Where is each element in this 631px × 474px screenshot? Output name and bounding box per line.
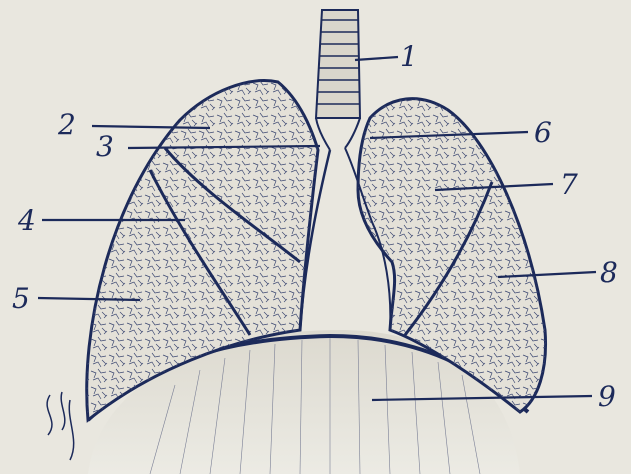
label-8: 8: [600, 256, 618, 289]
label-6: 6: [534, 116, 552, 149]
label-7: 7: [560, 168, 578, 201]
label-3: 3: [96, 130, 114, 163]
trachea: [316, 10, 360, 150]
label-5: 5: [12, 282, 30, 315]
label-9: 9: [598, 380, 616, 413]
label-2: 2: [57, 108, 76, 141]
label-1: 1: [400, 40, 418, 73]
artist-signature: [47, 392, 74, 460]
label-4: 4: [17, 204, 36, 237]
